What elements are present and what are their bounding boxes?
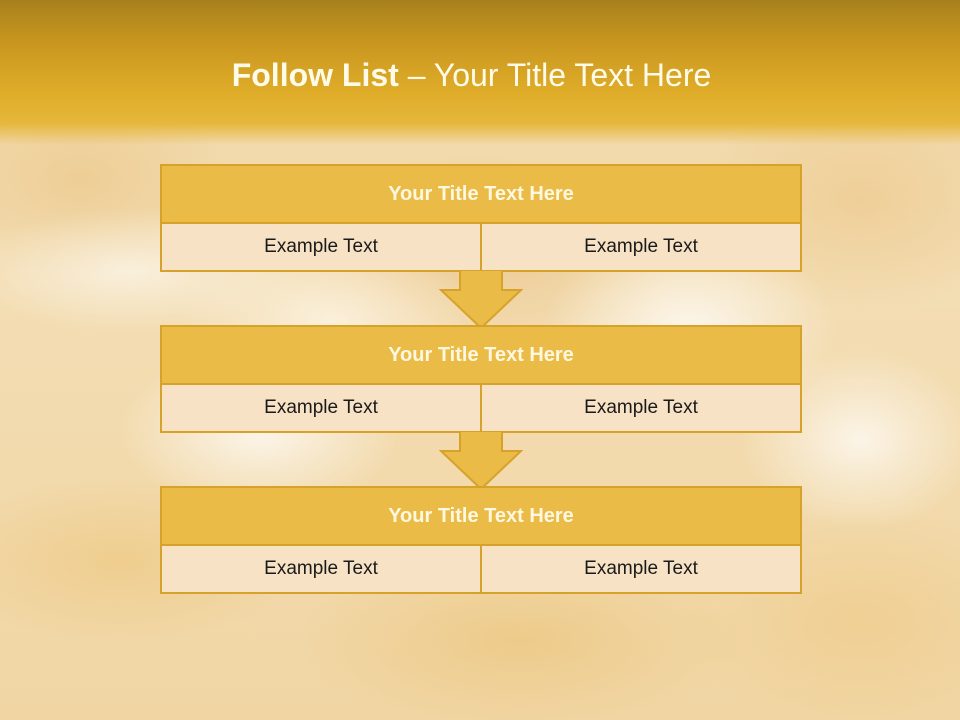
block-cell-right: Example Text bbox=[482, 546, 800, 592]
block-cell-right: Example Text bbox=[482, 385, 800, 431]
block-row: Example Text Example Text bbox=[162, 385, 800, 431]
list-block-1: Your Title Text Here Example Text Exampl… bbox=[160, 164, 802, 272]
block-cell-left: Example Text bbox=[162, 546, 480, 592]
block-row: Example Text Example Text bbox=[162, 546, 800, 592]
list-block-2: Your Title Text Here Example Text Exampl… bbox=[160, 325, 802, 433]
slide-title: Follow List – Your Title Text Here bbox=[0, 50, 943, 100]
down-arrow-icon bbox=[439, 270, 523, 330]
down-arrow-icon bbox=[439, 431, 523, 491]
header-band bbox=[0, 0, 960, 145]
block-header: Your Title Text Here bbox=[162, 166, 800, 224]
title-rest-text: – Your Title Text Here bbox=[398, 57, 712, 93]
title-bold-text: Follow List bbox=[231, 57, 399, 93]
block-header: Your Title Text Here bbox=[162, 488, 800, 546]
block-cell-right: Example Text bbox=[482, 224, 800, 270]
block-cell-left: Example Text bbox=[162, 224, 480, 270]
block-row: Example Text Example Text bbox=[162, 224, 800, 270]
block-header: Your Title Text Here bbox=[162, 327, 800, 385]
list-block-3: Your Title Text Here Example Text Exampl… bbox=[160, 486, 802, 594]
block-cell-left: Example Text bbox=[162, 385, 480, 431]
